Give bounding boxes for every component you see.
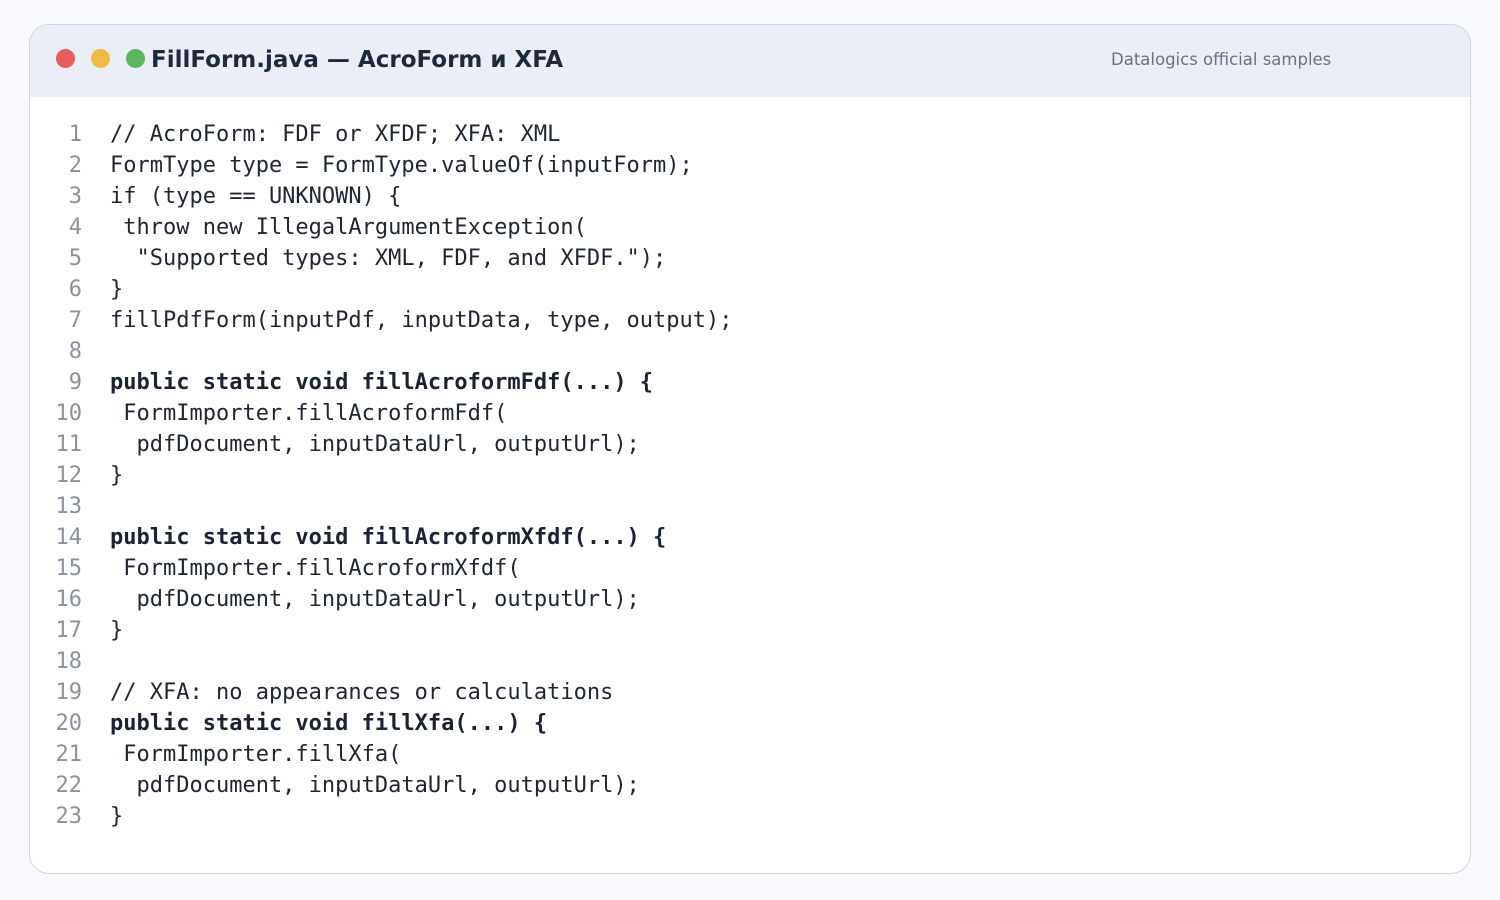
line-number: 18 [55,649,83,674]
code-line: 23} [30,801,1470,832]
code-line: 2 FormType type = FormType.valueOf(inputF… [30,150,1470,181]
code-line: 12} [30,460,1470,491]
code-line: 22 pdfDocument, inputDataUrl, outputUrl)… [30,770,1470,801]
code-text: } [110,463,124,488]
code-line: 17} [30,615,1470,646]
code-text: "Supported types: XML, FDF, and XFDF."); [110,246,667,271]
code-text: public static void fillAcroformXfdf(...)… [110,525,667,550]
line-number: 10 [55,401,83,426]
code-line: 18 [30,646,1470,677]
line-number: 3 [68,184,82,209]
line-number: 11 [55,432,83,457]
code-line: 16 pdfDocument, inputDataUrl, outputUrl)… [30,584,1470,615]
line-number: 5 [68,246,82,271]
line-number: 4 [68,215,82,240]
line-number: 20 [55,711,83,736]
line-number: 21 [55,742,83,767]
maximize-dot-icon[interactable] [126,49,145,68]
code-text: FormType type = FormType.valueOf(inputFo… [110,153,693,178]
line-number: 15 [55,556,83,581]
code-text: // AcroForm: FDF or XFDF; XFA: XML [110,122,561,147]
line-number: 2 [68,153,82,178]
line-number: 12 [55,463,83,488]
code-line: 20 public static void fillXfa(...) { [30,708,1470,739]
code-line: 1 // AcroForm: FDF or XFDF; XFA: XML [30,119,1470,150]
line-number: 9 [68,370,82,395]
window-title: FillForm.java — AcroForm и XFA [151,47,564,73]
code-line: 13 [30,491,1470,522]
code-text: FormImporter.fillXfa( [110,742,402,767]
line-number: 23 [55,804,83,829]
line-number: 16 [55,587,83,612]
line-number: 14 [55,525,83,550]
line-number: 13 [55,494,83,519]
code-line: 14 public static void fillAcroformXfdf(..… [30,522,1470,553]
window-titlebar: FillForm.java — AcroForm и XFA Datalogic… [30,25,1470,97]
line-number: 22 [55,773,83,798]
code-line: 21 FormImporter.fillXfa( [30,739,1470,770]
code-line: 8 [30,336,1470,367]
line-number: 7 [68,308,82,333]
code-text: pdfDocument, inputDataUrl, outputUrl); [110,432,640,457]
code-text: if (type == UNKNOWN) { [110,184,402,209]
code-text: pdfDocument, inputDataUrl, outputUrl); [110,773,640,798]
close-dot-icon[interactable] [56,49,75,68]
code-window: FillForm.java — AcroForm и XFA Datalogic… [29,24,1471,874]
code-line: 5 "Supported types: XML, FDF, and XFDF."… [30,243,1470,274]
code-text: public static void fillXfa(...) { [110,711,548,736]
code-text: FormImporter.fillAcroformXfdf( [110,556,521,581]
code-line: 6} [30,274,1470,305]
line-number: 8 [68,339,82,364]
code-text: pdfDocument, inputDataUrl, outputUrl); [110,587,640,612]
line-number: 17 [55,618,83,643]
code-text: } [110,804,124,829]
code-line: 4 throw new IllegalArgumentException( [30,212,1470,243]
code-text: } [110,618,124,643]
code-text: throw new IllegalArgumentException( [110,215,587,240]
code-line: 7 fillPdfForm(inputPdf, inputData, type, … [30,305,1470,336]
code-text: fillPdfForm(inputPdf, inputData, type, o… [110,308,733,333]
code-text: // XFA: no appearances or calculations [110,680,614,705]
line-number: 19 [55,680,83,705]
code-line: 19 // XFA: no appearances or calculations [30,677,1470,708]
minimize-dot-icon[interactable] [91,49,110,68]
code-line: 3 if (type == UNKNOWN) { [30,181,1470,212]
line-number: 6 [68,277,82,302]
code-text: } [110,277,124,302]
code-line: 11 pdfDocument, inputDataUrl, outputUrl)… [30,429,1470,460]
code-line: 9 public static void fillAcroformFdf(...)… [30,367,1470,398]
code-text: public static void fillAcroformFdf(...) … [110,370,654,395]
window-subtitle: Datalogics official samples [1111,50,1332,69]
line-number: 1 [68,122,82,147]
code-line: 10 FormImporter.fillAcroformFdf( [30,398,1470,429]
code-text: FormImporter.fillAcroformFdf( [110,401,508,426]
code-line: 15 FormImporter.fillAcroformXfdf( [30,553,1470,584]
